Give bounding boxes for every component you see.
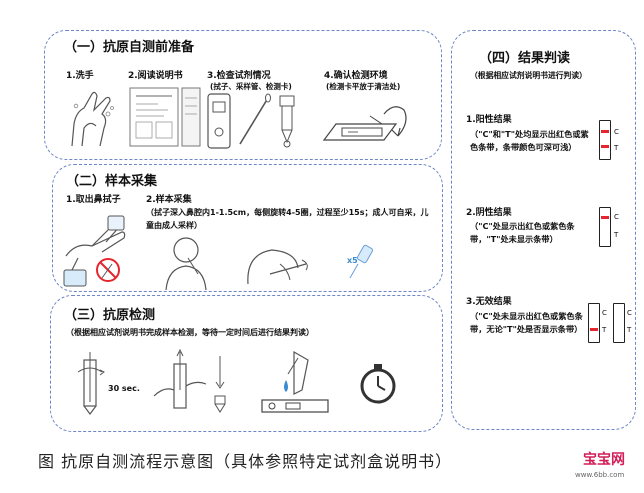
apply-sample-illustration: [261, 350, 329, 413]
watermark-brand: 宝宝网: [555, 449, 625, 469]
negative-test-strip: [599, 207, 611, 247]
invalid-result-title: 3.无效结果: [466, 297, 512, 307]
preparation-panel: [44, 30, 442, 160]
take-swab-illustration: [63, 215, 126, 287]
step-collect-sample-label: 2.样本采集: [146, 195, 192, 205]
preparation-title: （一）抗原自测前准备: [64, 40, 195, 55]
invalid2-t-label: T: [627, 326, 632, 334]
watermark-logo: 宝宝网 www.6bb.com: [555, 449, 625, 489]
invalid-test-strip-1: [588, 303, 600, 343]
positive-test-strip: [599, 120, 611, 160]
squeeze-tube-illustration: [153, 348, 207, 409]
sampling-panel: [52, 164, 443, 292]
test-band: [601, 145, 609, 148]
step-confirm-env-label: 4.确认检测环境: [324, 71, 388, 81]
result-title: （四）结果判读: [479, 51, 571, 66]
control-band: [601, 216, 609, 219]
invalid-result-desc: （"C"处未显示出红色或紫色条带，无论"T"处是否显示条带）: [470, 311, 583, 334]
timer-icon: [360, 364, 396, 404]
step-check-kit-sub: (拭子、采样管、检测卡): [210, 82, 292, 91]
watermark-url: www.6bb.com: [575, 471, 625, 479]
test-band: [590, 328, 598, 331]
step-wash-hands-label: 1.洗手: [66, 71, 94, 81]
detection-title: （三）抗原检测: [64, 308, 156, 323]
manual-illustration: [129, 87, 201, 147]
positive-result-title: 1.阳性结果: [466, 115, 512, 125]
detection-note: （根据相应试剂说明书完成样本检测，等待一定时间后进行结果判读）: [66, 328, 314, 337]
negative-t-label: T: [614, 231, 619, 239]
nasal-sampling-illustration: [165, 237, 374, 291]
positive-t-label: T: [614, 144, 619, 152]
positive-result-desc: （"C"和"T"处均显示出红色或紫色条带，条带颜色可深可浅）: [470, 129, 589, 152]
swab-in-tube-illustration: [77, 352, 105, 415]
sampling-note: （拭子深入鼻腔内1-1.5cm，每侧旋转4-5圈，过程至少15s；成人可自采，儿…: [146, 208, 429, 230]
step-take-swab-label: 1.取出鼻拭子: [66, 195, 121, 205]
negative-c-label: C: [614, 213, 619, 221]
step-check-kit-label: 3.检查试剂情况: [207, 71, 271, 81]
flat-test-card-illustration: [322, 106, 407, 141]
negative-result-title: 2.阴性结果: [466, 208, 512, 218]
dropper-cap-illustration: [214, 356, 226, 413]
test-kit-illustration: [207, 93, 295, 149]
sampling-title: （二）样本采集: [66, 174, 158, 189]
hand-washing-illustration: [71, 91, 114, 147]
invalid1-t-label: T: [602, 326, 607, 334]
result-note: （根据相应试剂说明书进行判读）: [470, 71, 587, 80]
control-band: [601, 130, 609, 133]
step-confirm-env-sub: (检测卡平放于清洁处): [326, 82, 401, 91]
figure-caption: 图 抗原自测流程示意图（具体参照特定试剂盒说明书）: [38, 452, 453, 471]
negative-result-desc: （"C"处显示出红色或紫色条带，"T"处未显示条带）: [470, 221, 575, 244]
detection-panel: [50, 295, 443, 432]
invalid1-c-label: C: [602, 309, 607, 317]
positive-c-label: C: [614, 128, 619, 136]
invalid-test-strip-2: [613, 303, 625, 343]
invalid2-c-label: C: [627, 309, 632, 317]
rotate-count-label: x5: [347, 256, 358, 265]
step-read-manual-label: 2.阅读说明书: [128, 71, 183, 81]
result-panel: [451, 30, 636, 430]
wait-time-label: 30 sec.: [108, 384, 140, 393]
